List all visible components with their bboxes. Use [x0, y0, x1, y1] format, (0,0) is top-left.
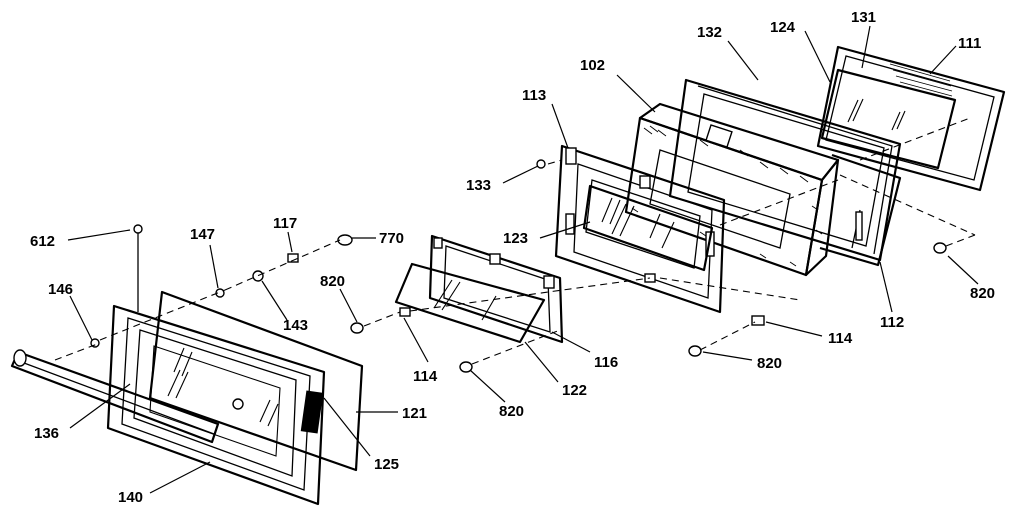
callout-820-d: 820: [757, 355, 782, 372]
callout-146: 146: [48, 281, 73, 298]
callout-770: 770: [379, 230, 404, 247]
part-114-clip-a: [399, 307, 411, 317]
part-147-washer: [215, 288, 225, 298]
assembly-lines: [54, 117, 976, 365]
callout-124: 124: [770, 19, 796, 36]
callout-820-c: 820: [970, 285, 995, 302]
part-114-clip-b: [751, 315, 765, 326]
callout-114-b: 114: [828, 330, 853, 347]
part-133-plug: [536, 159, 546, 169]
part-820-screw-c: [933, 242, 947, 254]
callout-133: 133: [466, 177, 491, 194]
part-132-gasket-frame: [668, 78, 902, 262]
part-111-back-panel: [816, 45, 1006, 192]
callout-116: 116: [594, 354, 618, 371]
callout-820-b: 820: [499, 403, 524, 420]
part-125-glass-edge: [300, 390, 324, 434]
callout-111: 111: [958, 35, 981, 52]
callout-123: 123: [503, 230, 528, 247]
callout-143: 143: [283, 317, 308, 334]
part-820-screw-d: [688, 345, 702, 357]
part-820-screw-b: [459, 361, 473, 373]
callout-labels: 612 147 117 770 146 820 143 136 140 125 …: [30, 9, 995, 506]
callout-113: 113: [522, 87, 546, 104]
part-612-screw: [133, 224, 143, 234]
part-124-glass-panel: [820, 68, 957, 170]
callout-820-a: 820: [320, 273, 345, 290]
hardware-parts: [90, 159, 947, 410]
part-136-door-handle: [10, 349, 220, 444]
part-770-screw: [337, 234, 353, 246]
part-121-outer-glass: [148, 290, 364, 472]
part-146-washer: [90, 338, 100, 348]
callout-122: 122: [562, 382, 587, 399]
callout-131: 131: [851, 9, 876, 26]
part-143-spacer: [252, 270, 264, 282]
callout-102: 102: [580, 57, 605, 74]
callout-114-a: 114: [413, 368, 438, 385]
callout-132: 132: [697, 24, 722, 41]
part-116-bracket-frame: [428, 234, 564, 344]
callout-117: 117: [273, 215, 297, 232]
callout-112: 112: [880, 314, 904, 331]
callout-121: 121: [402, 405, 427, 422]
callout-147: 147: [190, 226, 215, 243]
part-117-clip: [287, 253, 299, 263]
callout-140: 140: [118, 489, 143, 506]
leader-lines: [67, 25, 979, 494]
part-112-door-liner: [819, 153, 902, 267]
callout-136: 136: [34, 425, 59, 442]
part-820-screw-a: [350, 322, 364, 334]
part-102-insulation-box: [624, 102, 840, 277]
callout-612: 612: [30, 233, 55, 250]
callout-125: 125: [374, 456, 399, 473]
part-140-door-frame: [106, 304, 326, 506]
part-123-inner-glass: [582, 184, 714, 272]
